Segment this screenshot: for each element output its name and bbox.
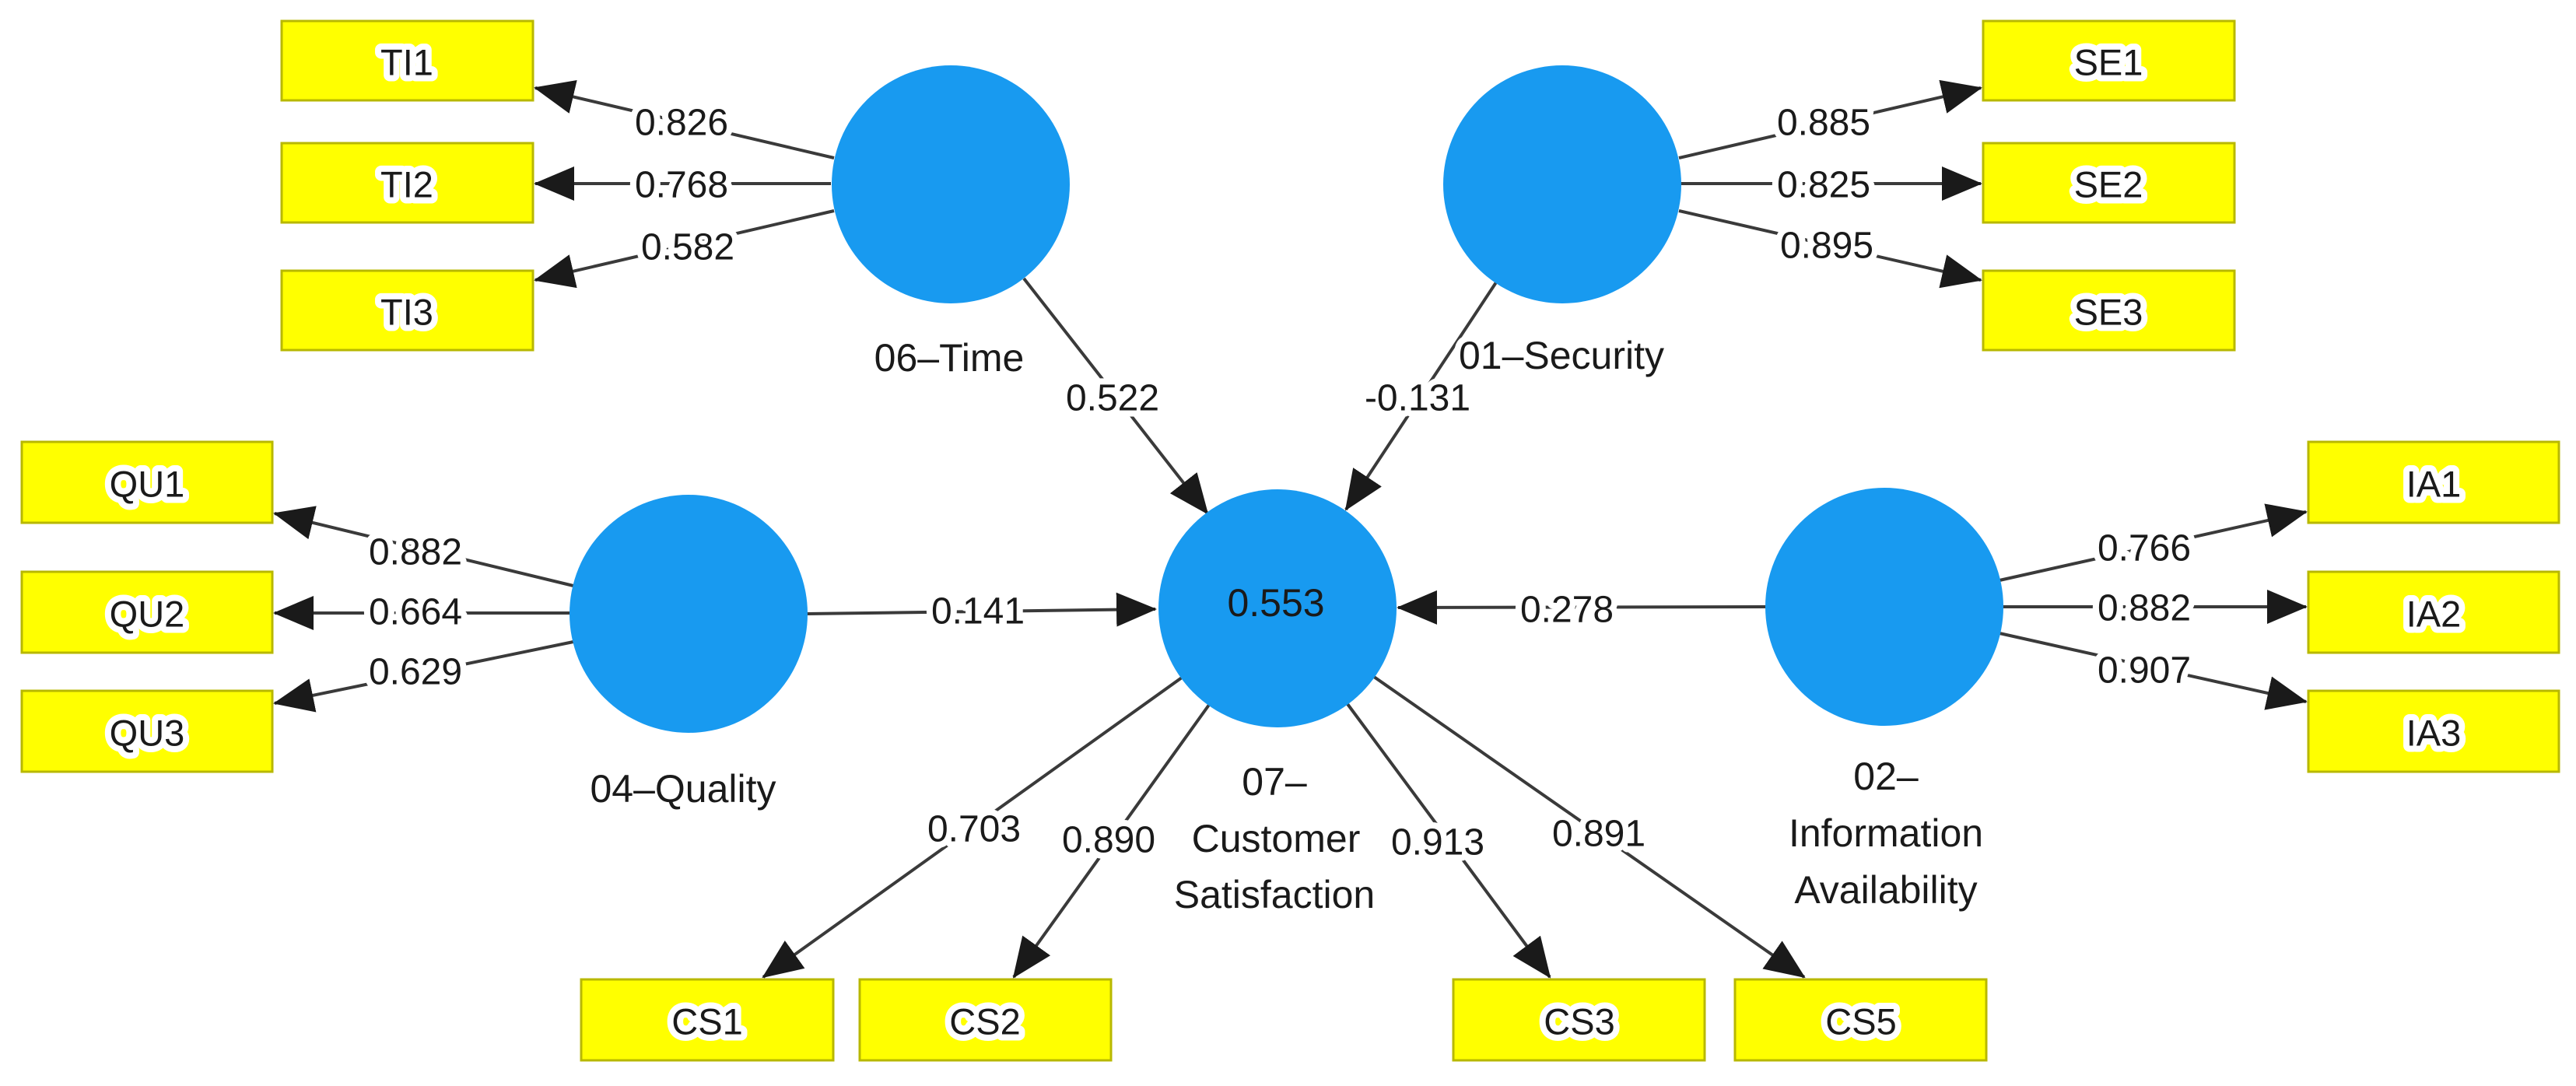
construct-node-time[interactable] [832,65,1070,303]
structural-path-security-cs [1344,281,1498,511]
construct-label-cs-line2: Customer [1192,817,1361,860]
indicator-box-ti2[interactable] [280,142,534,224]
construct-label-ia-line3: Availability [1794,868,1977,912]
construct-label-cs-line1: 07– [1242,760,1307,804]
indicator-box-qu3[interactable] [20,689,274,773]
indicator-boxes [20,19,2560,1062]
path-coefficient-labels: 0.522 -0.131 0.141 0.278 [925,372,1620,639]
path-cs-cs3 [1346,702,1551,979]
construct-label-customer-satisfaction: 07– Customer Satisfaction [1168,754,1381,923]
loading-time-ti2: 0.768 [635,165,728,206]
indicator-label-se1: SE1 [2074,42,2143,83]
indicator-label-se3: SE3 [2074,292,2143,333]
path-ia-ia1 [1999,503,2308,582]
construct-nodes: 0.553 [570,65,2003,733]
indicator-box-se1[interactable] [1982,19,2236,102]
indicator-box-cs1[interactable] [580,978,835,1062]
path-quality-qu3 [273,640,574,713]
path-cs-cs5 [1372,675,1806,979]
path-time-ti1 [534,79,835,159]
loading-cs-cs5: 0.891 [1552,814,1645,855]
path-cs-cs1 [762,676,1183,979]
structural-path-ia-cs [1397,590,1767,625]
indicator-box-ti1[interactable] [280,19,534,102]
path-quality-qu1 [273,506,574,587]
construct-labels: 06–Time 01–Security 04–Quality 02– Infor… [584,328,1989,923]
indicator-box-ia1[interactable] [2307,440,2560,524]
loading-cs-cs3: 0.913 [1391,822,1484,864]
path-coefficient-quality: 0.141 [931,591,1025,632]
indicator-box-ti3[interactable] [280,269,534,352]
indicator-box-cs5[interactable] [1733,978,1988,1062]
path-security-se1 [1678,79,1982,159]
indicator-label-ia3: IA3 [2406,713,2462,754]
indicator-box-cs3[interactable] [1452,978,1706,1062]
indicator-label-ti2: TI2 [380,164,433,205]
indicator-label-ti1: TI1 [380,42,433,83]
construct-node-quality[interactable] [570,495,808,733]
indicator-box-qu2[interactable] [20,570,274,654]
indicator-box-se3[interactable] [1982,269,2236,352]
indicator-labels: TI1 TI2 TI3 SE1 SE2 SE3 QU1 QU2 QU3 IA1 … [103,36,2468,1049]
indicator-label-qu3: QU3 [110,713,185,754]
construct-node-information-availability[interactable] [1765,488,2003,726]
construct-label-quality: 04–Quality [590,767,776,811]
loading-ia-ia2: 0.882 [2098,588,2191,629]
construct-label-ia-line1: 02– [1853,755,1919,798]
indicator-label-cs2: CS2 [949,1001,1020,1042]
construct-label-security: 01–Security [1459,334,1664,377]
loading-quality-qu1: 0.882 [369,532,462,573]
loading-cs-cs1: 0.703 [927,809,1021,850]
loading-cs-cs2: 0.890 [1062,820,1155,861]
path-coefficient-time: 0.522 [1066,378,1159,419]
construct-label-time: 06–Time [874,336,1025,380]
path-coefficient-ia: 0.278 [1520,590,1614,631]
path-coefficient-security: -0.131 [1365,378,1470,419]
indicator-label-ia2: IA2 [2406,594,2462,635]
loading-ia-ia1: 0.766 [2098,528,2191,569]
indicator-label-ti3: TI3 [380,292,433,333]
structural-paths [806,277,1767,627]
indicator-label-cs3: CS3 [1544,1001,1614,1042]
loading-security-se1: 0.885 [1777,103,1870,144]
construct-label-information-availability: 02– Information Availability [1782,748,1989,918]
indicator-label-cs5: CS5 [1825,1001,1896,1042]
loading-time-ti3: 0.582 [641,227,734,268]
path-ia-ia3 [1999,632,2308,710]
loading-quality-qu2: 0.664 [369,592,462,633]
loading-security-se3: 0.895 [1780,226,1873,267]
construct-node-customer-satisfaction[interactable] [1158,489,1397,727]
indicator-label-ia1: IA1 [2406,464,2462,505]
loading-quality-qu3: 0.629 [369,652,462,693]
construct-node-security[interactable] [1443,65,1681,303]
indicator-box-ia2[interactable] [2307,570,2560,654]
measurement-paths [273,79,2308,979]
loading-security-se2: 0.825 [1777,165,1870,206]
indicator-box-ia3[interactable] [2307,689,2560,773]
indicator-label-se2: SE2 [2074,164,2143,205]
path-security-se3 [1678,209,1982,289]
loading-labels: 0.826 0.768 0.582 0.885 0.825 0.895 0.88… [363,96,2197,870]
loading-ia-ia3: 0.907 [2098,650,2191,692]
indicator-label-qu2: QU2 [110,594,185,635]
path-cs-cs2 [1012,703,1211,979]
r-squared-value: 0.553 [1227,581,1324,625]
indicator-box-se2[interactable] [1982,142,2236,224]
construct-label-ia-line2: Information [1789,811,1983,855]
indicator-box-qu1[interactable] [20,440,274,524]
indicator-label-cs1: CS1 [671,1001,742,1042]
construct-label-cs-line3: Satisfaction [1174,873,1375,916]
loading-time-ti1: 0.826 [635,103,728,144]
structural-path-time-cs [1022,277,1209,515]
path-time-ti3 [534,209,835,289]
indicator-label-qu1: QU1 [110,464,185,505]
structural-path-quality-cs [806,592,1157,627]
indicator-box-cs2[interactable] [858,978,1113,1062]
